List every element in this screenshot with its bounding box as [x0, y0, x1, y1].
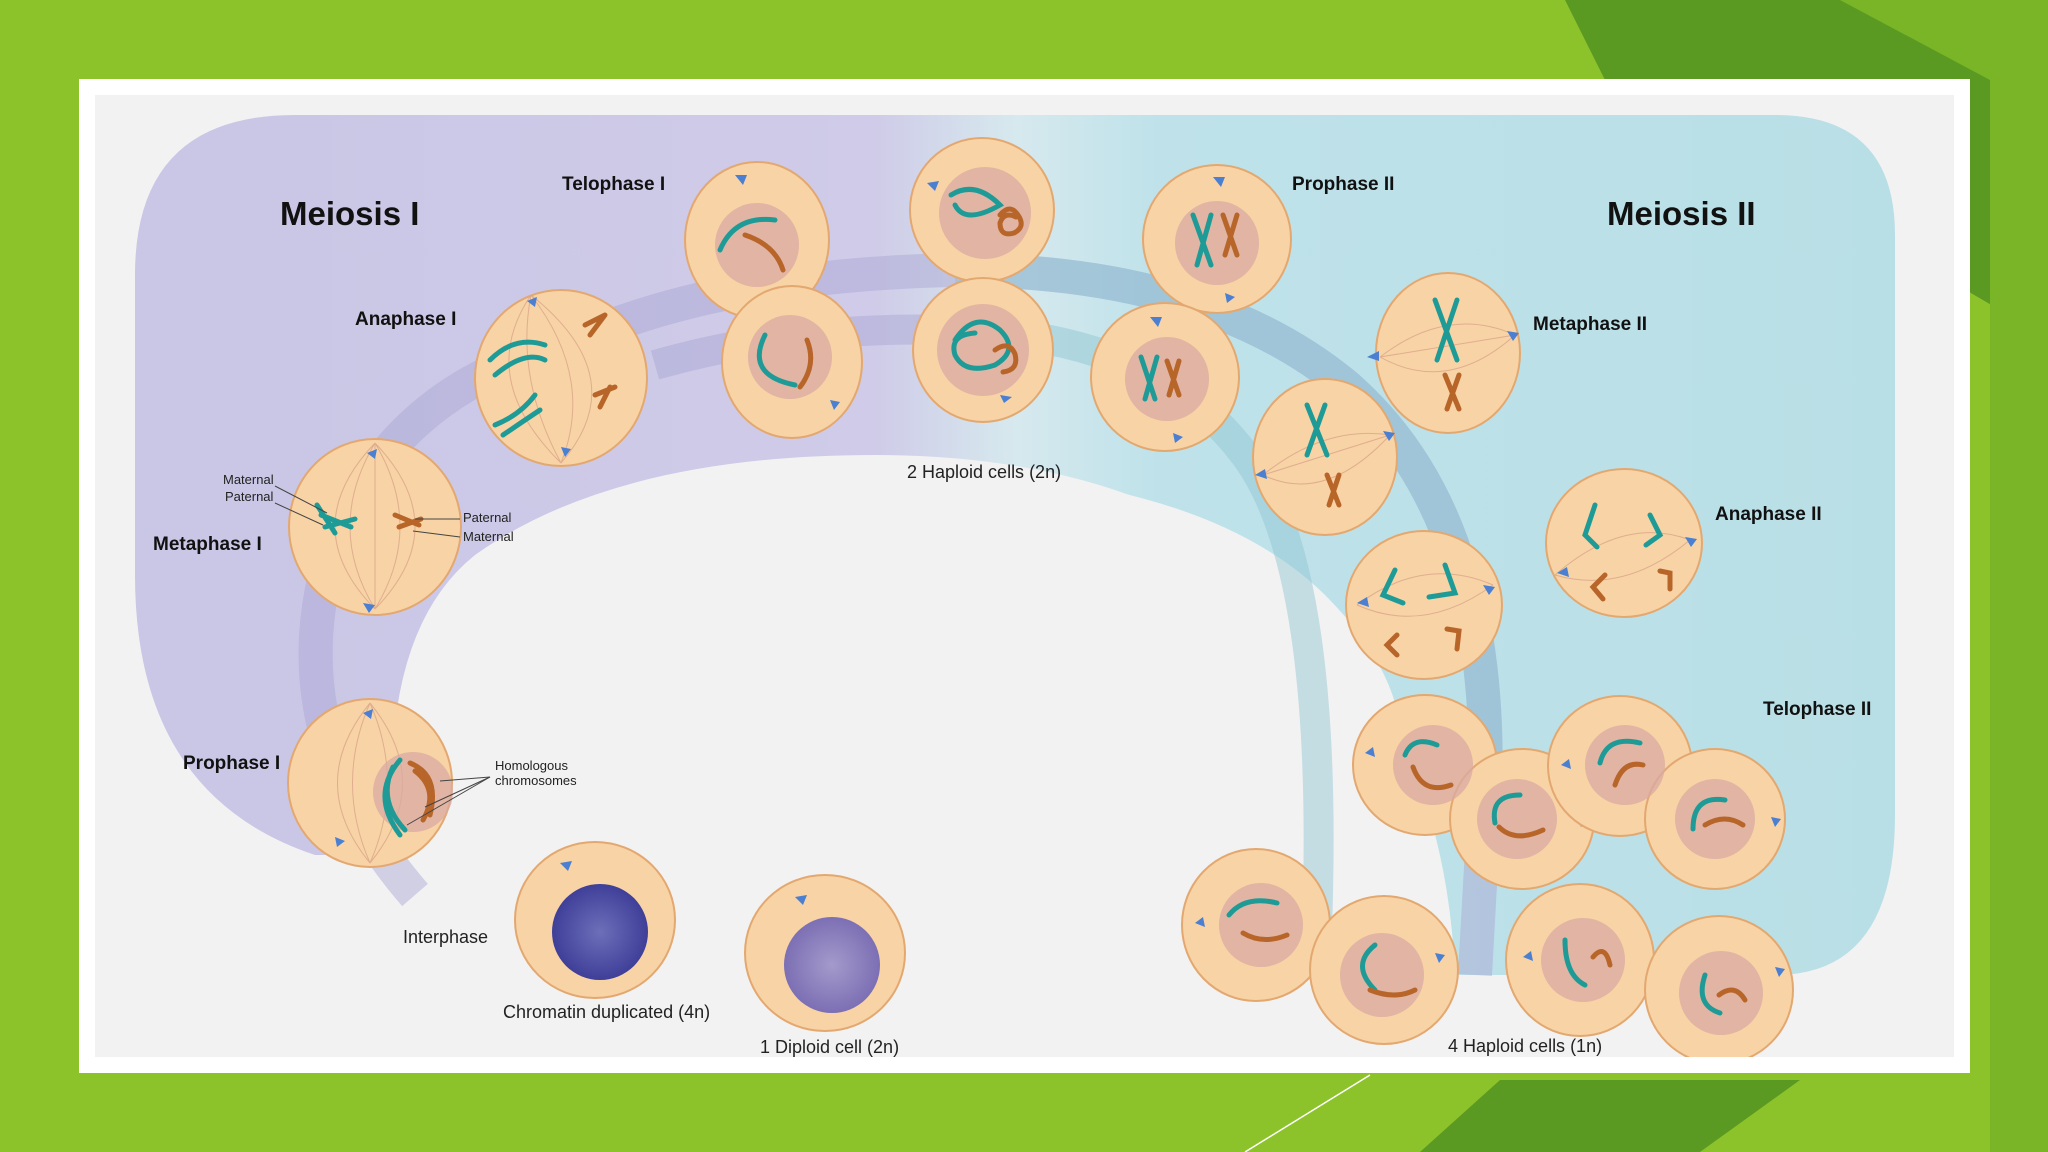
metaphase2-label: Metaphase II	[1533, 314, 1647, 335]
homologous-label-line2: chromosomes	[495, 773, 577, 788]
paternal-label-left: Paternal	[225, 489, 274, 504]
prophase2-cells	[1090, 164, 1292, 452]
prophase2-label: Prophase II	[1292, 174, 1394, 195]
metaphase1-leader-lines	[274, 485, 461, 538]
haploid-2n-cells	[909, 137, 1055, 423]
meiosis-diagram: Meiosis I Meiosis II Prophase I Homologo…	[95, 95, 1954, 1057]
anaphase1-cell	[474, 289, 648, 467]
metaphase1-cell	[288, 438, 462, 616]
metaphase1-label: Metaphase I	[153, 534, 262, 555]
meiosis1-title: Meiosis I	[280, 195, 419, 232]
telophase2-label: Telophase II	[1763, 699, 1871, 720]
telophase1-cells	[684, 161, 863, 439]
telophase1-label: Telophase I	[562, 174, 665, 195]
meiosis2-title: Meiosis II	[1607, 195, 1756, 232]
diploid-cell	[744, 874, 906, 1032]
haploid-2n-caption: 2 Haploid cells (2n)	[907, 462, 1061, 482]
slide-accent-right	[1840, 0, 2048, 1152]
haploid-1n-caption: 4 Haploid cells (1n)	[1448, 1036, 1602, 1056]
anaphase2-cells	[1345, 468, 1703, 680]
homologous-leader-lines	[406, 776, 491, 826]
chromatin-caption: Chromatin duplicated (4n)	[503, 1002, 710, 1022]
homologous-label-line1: Homologous	[495, 758, 568, 773]
maternal-label-right: Maternal	[463, 529, 514, 544]
diploid-caption: 1 Diploid cell (2n)	[760, 1037, 899, 1057]
haploid-1n-cells	[1181, 848, 1794, 1057]
center-area	[375, 469, 1435, 975]
interphase-label: Interphase	[403, 927, 488, 947]
prophase1-cell	[287, 698, 453, 868]
maternal-label-left: Maternal	[223, 472, 274, 487]
prophase1-label: Prophase I	[183, 753, 280, 774]
telophase2-cells	[1352, 694, 1786, 890]
slide-accent-bottom	[1420, 1080, 1800, 1152]
metaphase2-cells	[1252, 272, 1521, 536]
anaphase2-label: Anaphase II	[1715, 504, 1822, 525]
paternal-label-right: Paternal	[463, 510, 512, 525]
anaphase1-label: Anaphase I	[355, 309, 456, 330]
interphase-cell	[514, 841, 676, 999]
slide-accent-line	[1244, 1074, 1371, 1152]
